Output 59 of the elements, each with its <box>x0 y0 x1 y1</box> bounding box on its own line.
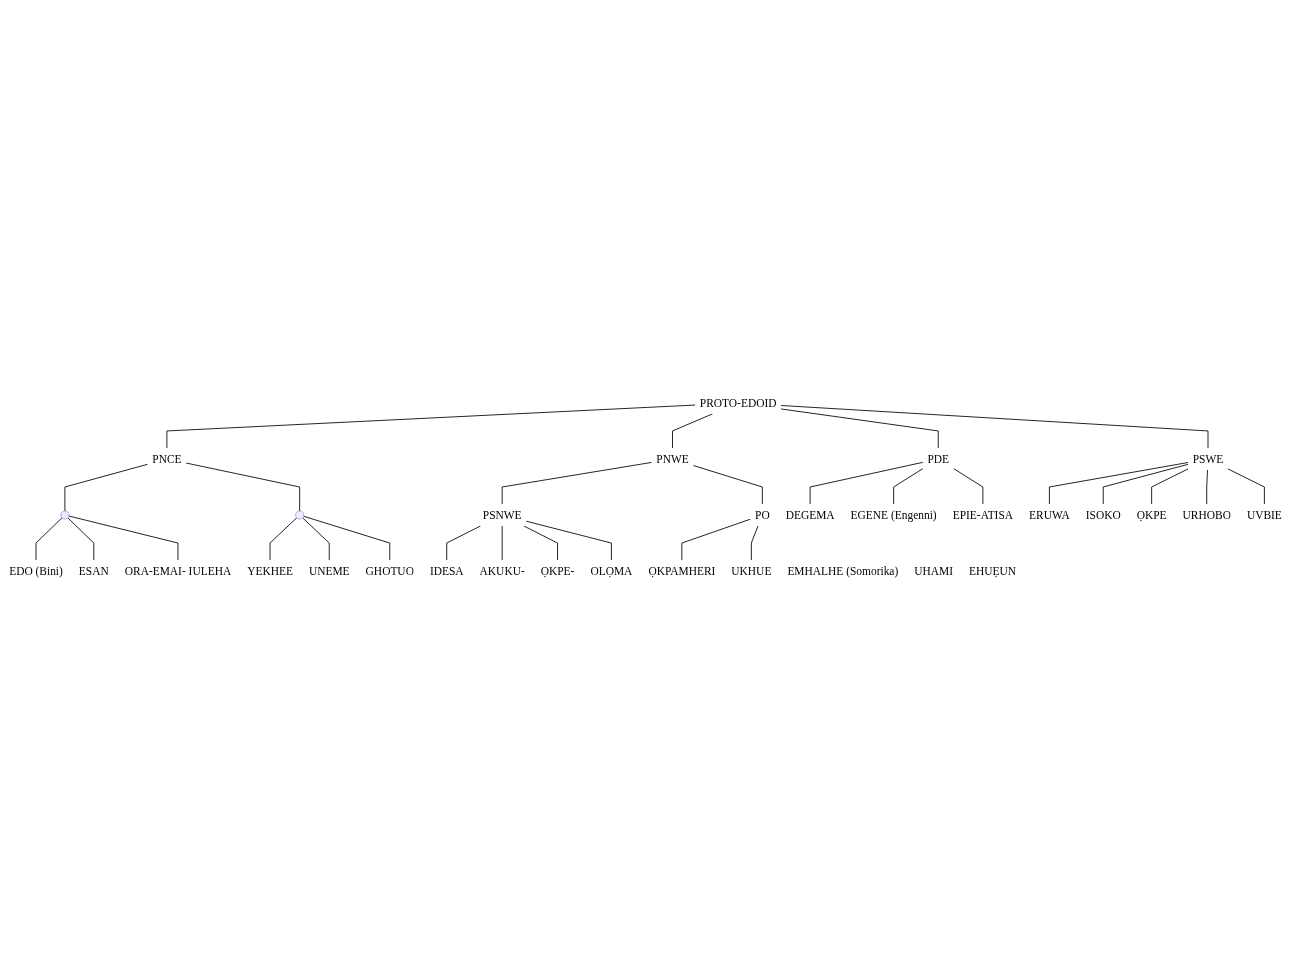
node-text: PSNWE <box>482 508 522 522</box>
connector <box>67 517 95 561</box>
node-text: ỌKPAMHERI <box>648 564 716 578</box>
connector <box>35 517 63 561</box>
node-point <box>295 510 304 520</box>
node-text: EDO (Bini) <box>9 564 63 578</box>
node-text: PO <box>755 508 770 522</box>
connector <box>1151 468 1189 505</box>
node-text: UKHUE <box>731 564 772 578</box>
node-text: ESAN <box>78 564 109 578</box>
connector <box>303 515 391 561</box>
connector <box>953 468 984 505</box>
node-text: YEKHEE <box>247 564 293 578</box>
node-text: IDESA <box>429 564 464 578</box>
connector <box>780 408 939 449</box>
node-text: URHOBO <box>1182 508 1231 522</box>
connector <box>446 525 482 561</box>
node-text: EHUẸUN <box>969 564 1017 578</box>
node-text: EGENE (Engenni) <box>850 508 937 522</box>
node-text: EPIE-ATISA <box>952 508 1014 522</box>
connector <box>692 465 763 505</box>
node-text: UHAMI <box>914 564 954 578</box>
node-text: GHOTUO <box>365 564 414 578</box>
node-text: PDE <box>927 452 950 466</box>
node-text: PROTO-EDOID <box>699 396 777 410</box>
node-text: DEGEMA <box>785 508 835 522</box>
node-text: UNEME <box>308 564 350 578</box>
connector <box>780 405 1209 449</box>
connector <box>750 525 759 561</box>
connector <box>672 413 714 449</box>
node-text: PSWE <box>1192 452 1224 466</box>
connector <box>1048 462 1189 505</box>
node-text: ERUWA <box>1029 508 1070 522</box>
connector <box>1102 463 1189 505</box>
connector <box>681 518 751 561</box>
node-text: AKUKU- <box>479 564 525 578</box>
connector <box>185 462 301 512</box>
connector <box>1227 468 1265 505</box>
connector <box>809 461 924 505</box>
node-text: EMHALHE (Somorika) <box>787 564 899 578</box>
connector <box>501 461 653 505</box>
connector <box>166 404 696 449</box>
connector <box>302 517 330 561</box>
connector <box>64 463 149 512</box>
connector <box>525 520 612 561</box>
node-text: OLỌMA <box>590 564 633 578</box>
node-text: PNWE <box>656 452 689 466</box>
node-text: UVBIE <box>1246 508 1282 522</box>
node-text: ỌKPE- <box>540 564 575 578</box>
connector <box>68 515 179 561</box>
node-text: PNCE <box>152 452 182 466</box>
node-text: ORA-EMAI- IULEHA <box>124 564 232 578</box>
node-text: ỌKPE <box>1136 508 1167 522</box>
connector <box>893 468 924 505</box>
node-point <box>60 510 70 520</box>
node-text: ISOKO <box>1085 508 1121 522</box>
connector <box>269 517 298 561</box>
connector <box>523 525 558 561</box>
connector <box>1206 469 1208 505</box>
